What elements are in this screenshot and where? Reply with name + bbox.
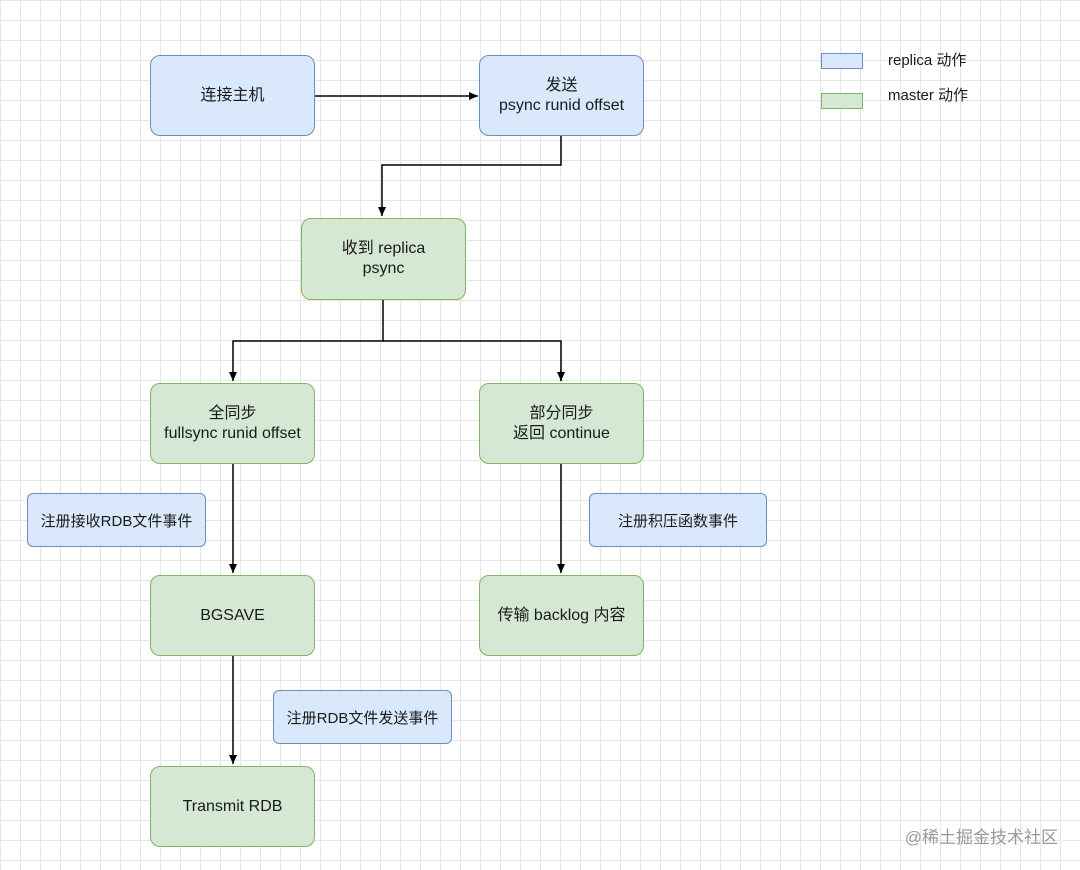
note-register-send-rdb-label: 注册RDB文件发送事件 [286,709,439,727]
node-receive-psync-line1: 收到 replica [341,240,426,257]
note-register-receive-rdb-label: 注册接收RDB文件事件 [40,512,193,530]
node-full-sync: 全同步 fullsync runid offset [150,383,315,464]
node-transfer-backlog: 传输 backlog 内容 [479,575,644,656]
node-bgsave-label: BGSAVE [200,606,265,624]
legend-master-label: master 动作 [888,87,969,104]
node-connect-master: 连接主机 [150,55,315,136]
note-register-receive-rdb: 注册接收RDB文件事件 [27,493,206,547]
node-bgsave: BGSAVE [150,575,315,656]
note-register-backlog-label: 注册积压函数事件 [617,512,738,530]
legend-replica-label: replica 动作 [888,52,967,69]
edge-send-psync-to-receive [378,136,562,216]
node-full-sync-line2: fullsync runid offset [164,424,301,442]
watermark: @稀土掘金技术社区 [904,828,1058,847]
node-send-psync-line1: 发送 [545,76,578,94]
node-transmit-rdb-label: Transmit RDB [182,797,283,815]
node-partial-sync: 部分同步 返回 continue [479,383,644,464]
legend-master-swatch [821,93,863,109]
node-transfer-backlog-label: 传输 backlog 内容 [497,606,626,624]
node-receive-psync-line2: psync [362,260,405,277]
node-receive-psync: 收到 replica psync [301,218,466,300]
edge-receive-to-full-sync [229,300,384,381]
node-transmit-rdb: Transmit RDB [150,766,315,847]
note-register-send-rdb: 注册RDB文件发送事件 [273,690,452,744]
node-send-psync-line2: psync runid offset [498,96,625,114]
node-send-psync: 发送 psync runid offset [479,55,644,136]
edge-receive-to-partial-sync [383,340,562,381]
legend-replica-swatch [821,53,863,69]
node-full-sync-line1: 全同步 [208,404,257,422]
note-register-backlog: 注册积压函数事件 [589,493,767,547]
node-partial-sync-line1: 部分同步 [529,404,594,422]
node-partial-sync-line2: 返回 continue [513,424,610,442]
node-connect-master-label: 连接主机 [200,86,265,104]
